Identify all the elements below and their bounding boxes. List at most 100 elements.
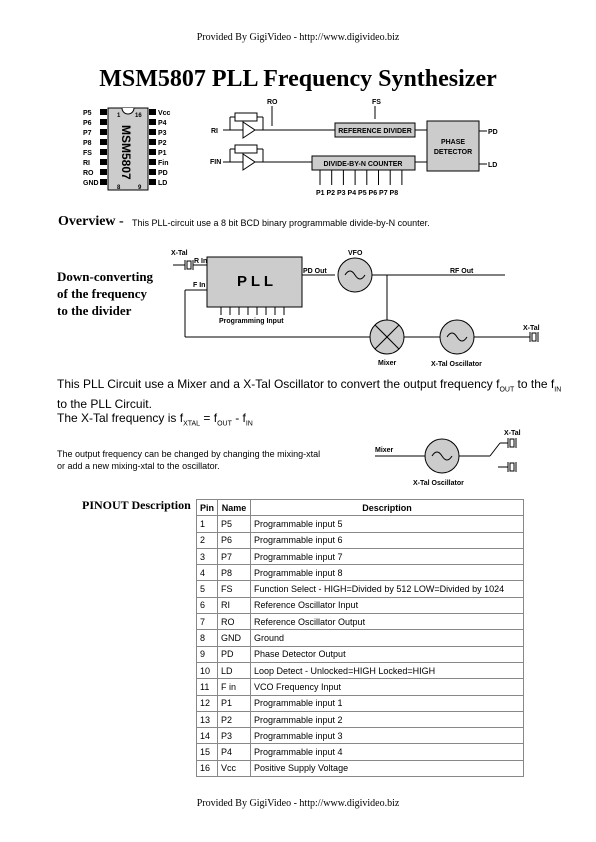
- description-cell: Reference Oscillator Output: [250, 613, 525, 631]
- pin-cell: 6: [195, 596, 219, 615]
- chip-right-pin-label: PD: [158, 170, 168, 177]
- pin-cell: 16: [195, 759, 219, 778]
- fin-label: FIN: [210, 159, 221, 166]
- p-inputs-label: P1 P2 P3 P4 P5 P6 P7 P8: [316, 190, 398, 197]
- name-cell: PD: [217, 645, 252, 663]
- pin-cell: 3: [195, 547, 219, 566]
- ro-label: RO: [267, 99, 278, 106]
- chip-pin-mark: [149, 129, 156, 135]
- chip-left-pin-label: P6: [83, 120, 92, 127]
- chip-left-pin-label: GND: [83, 180, 99, 187]
- chip-right-pin-label: Fin: [158, 160, 169, 167]
- vfo-label: VFO: [348, 250, 363, 257]
- name-cell: GND: [217, 629, 252, 647]
- name-cell: P8: [217, 564, 252, 582]
- chip-pin-mark: [100, 159, 107, 165]
- down-converting-line-3: to the divider: [57, 303, 132, 318]
- name-cell: P4: [217, 743, 252, 761]
- divide-by-n-box: [311, 155, 416, 171]
- pin-cell: 10: [195, 661, 219, 680]
- ld-label: LD: [488, 162, 497, 169]
- mixing-xtal-note-line-1: The output frequency can be changed by c…: [57, 449, 321, 459]
- name-cell: RI: [217, 596, 252, 615]
- xtal-formula-text-b: = f: [200, 411, 218, 426]
- f-out-subscript: OUT: [499, 386, 515, 394]
- chip-left-pin-label: FS: [83, 150, 92, 157]
- description-cell: Programmable input 6: [250, 531, 525, 549]
- name-cell: P6: [217, 531, 252, 549]
- name-cell: P3: [217, 727, 252, 745]
- chip-pin-mark: [149, 119, 156, 125]
- chip-left-pin-label: RI: [83, 160, 90, 167]
- overview-text: This PLL-circuit use a 8 bit BCD binary …: [132, 218, 430, 228]
- pd-out-label: PD Out: [303, 268, 327, 275]
- chip-pin-mark: [149, 159, 156, 165]
- chip-body: [107, 107, 149, 191]
- xtal-formula-out-subscript: OUT: [217, 420, 232, 428]
- chip-pin-mark: [100, 119, 107, 125]
- xtal-oscillator-label: X-Tal Oscillator: [431, 361, 482, 368]
- pin-cell: 11: [195, 678, 219, 696]
- xtal-formula-in-subscript: IN: [245, 420, 253, 428]
- description-cell: Programmable input 3: [250, 727, 525, 745]
- pin-cell: 7: [195, 613, 219, 631]
- down-converting-heading: Down-converting of the frequency to the …: [57, 268, 167, 319]
- down-converting-line-2: of the frequency: [57, 286, 148, 301]
- description-cell: Programmable input 5: [250, 515, 525, 533]
- column-header-pin: Pin: [195, 498, 219, 517]
- chip-right-pin-label: P3: [158, 130, 167, 137]
- overview-heading: Overview -: [58, 214, 124, 229]
- pll-explanation-line-1: This PLL Circuit use a Mixer and a X-Tal…: [57, 377, 577, 397]
- fin-label: F In: [193, 282, 205, 289]
- pin-cell: 14: [195, 727, 219, 745]
- xtal-formula-text-c: - f: [231, 411, 246, 426]
- description-cell: Reference Oscillator Input: [250, 596, 525, 615]
- column-header-name: Name: [217, 498, 252, 517]
- pin-cell: 13: [195, 710, 219, 729]
- mixer-diagram: X-Tal R In F In P L L Programming Input …: [171, 250, 540, 368]
- name-cell: F in: [217, 678, 252, 696]
- chip-pin-mark: [100, 129, 107, 135]
- rin-label: R In: [194, 258, 207, 265]
- pd-label: PD: [488, 129, 498, 136]
- name-cell: P7: [217, 547, 252, 566]
- chip-right-pin-label: P1: [158, 150, 167, 157]
- description-cell: Phase Detector Output: [250, 645, 525, 663]
- xtal-label-right: X-Tal: [523, 325, 540, 332]
- pll-explanation-line-2: to the PLL Circuit.: [57, 397, 152, 412]
- phase-detector-box: [426, 120, 480, 172]
- pll-label: P L L: [237, 273, 273, 290]
- mixer-label-small: Mixer: [375, 447, 394, 454]
- down-converting-line-1: Down-converting: [57, 269, 154, 284]
- xtal-subscript: XTAL: [183, 420, 201, 428]
- chip-pin-mark: [149, 139, 156, 145]
- phase-label-2: DETECTOR: [434, 149, 472, 156]
- mixer-label: Mixer: [378, 360, 397, 367]
- chip-pin-mark: [100, 149, 107, 155]
- programming-input-label: Programming Input: [219, 318, 284, 325]
- pin-cell: 5: [195, 580, 219, 598]
- description-cell: Programmable input 4: [250, 743, 525, 761]
- chip-pin-mark: [149, 109, 156, 115]
- phase-label-1: PHASE: [441, 139, 465, 146]
- chip-pin-mark: [100, 109, 107, 115]
- pll-explanation-text-1a: This PLL Circuit use a Mixer and a X-Tal…: [57, 377, 500, 391]
- chip-pin-mark: [149, 149, 156, 155]
- name-cell: P5: [217, 515, 252, 533]
- pin-cell: 8: [195, 629, 219, 647]
- pin-cell: 9: [195, 645, 219, 663]
- pin-cell: 15: [195, 743, 219, 761]
